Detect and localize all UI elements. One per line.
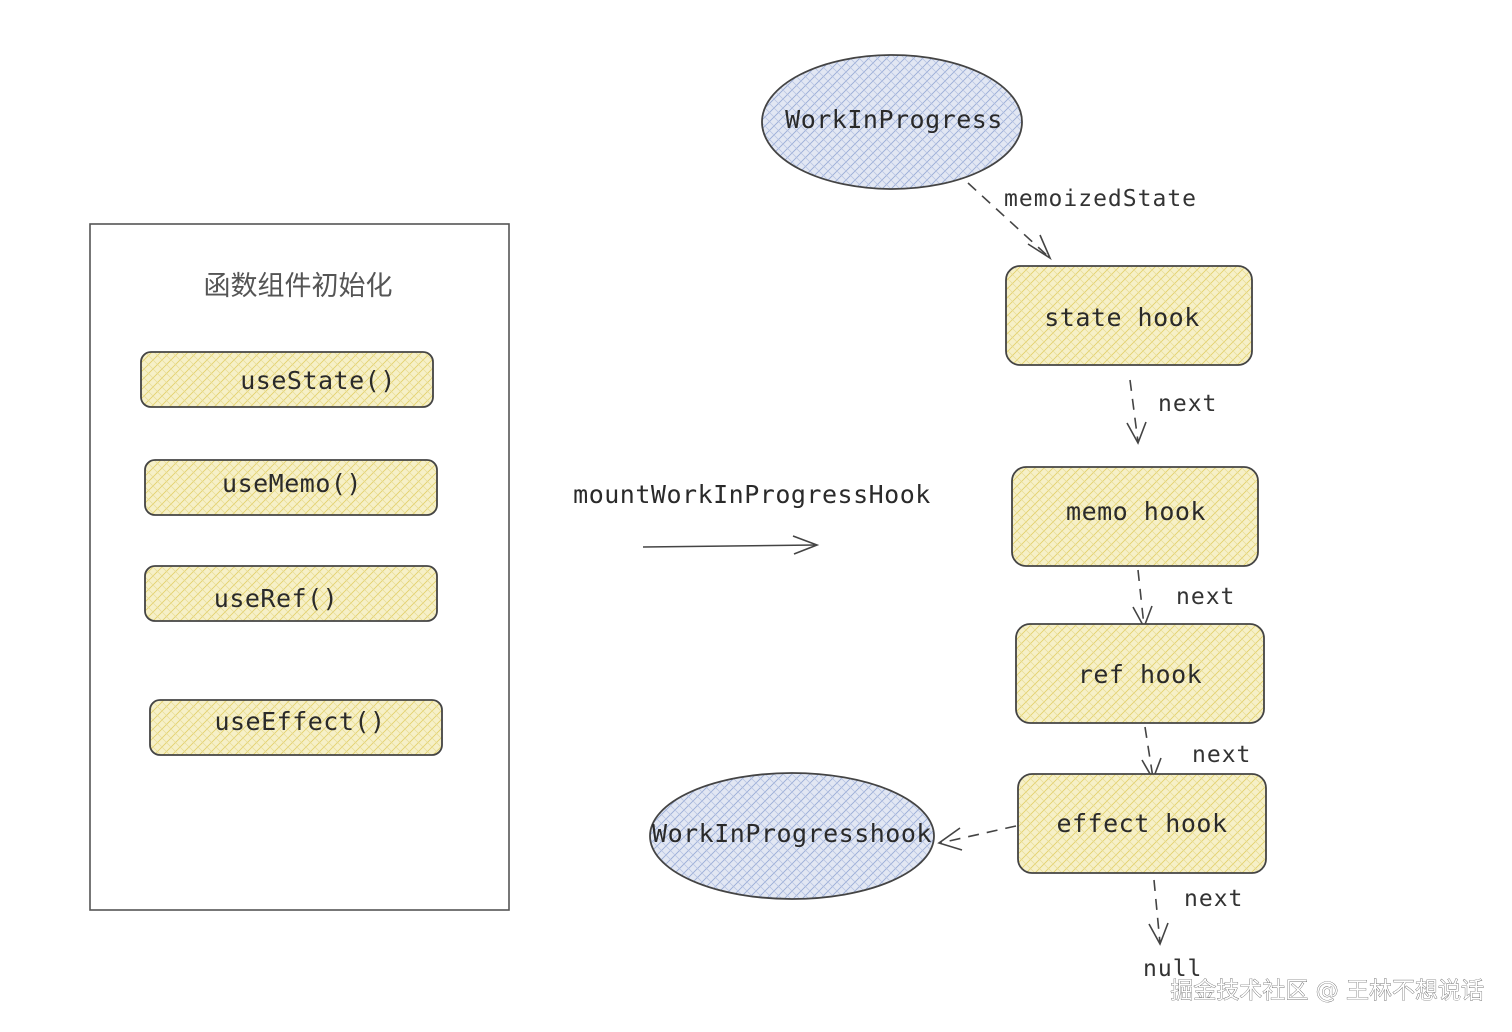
call-useeffect: useEffect(): [149, 699, 443, 756]
left-panel-frame: [89, 223, 510, 911]
hook-node-ref: ref hook: [1015, 623, 1265, 724]
mount-arrow: mountWorkInProgressHook: [573, 480, 931, 555]
svg-text:next: next: [1158, 391, 1217, 417]
memoized-state-edge: memoizedState: [967, 182, 1197, 261]
hook-node-effect: effect hook: [1017, 773, 1267, 874]
next-edge-2: next: [1132, 569, 1235, 629]
call-usestate: useState(): [140, 351, 434, 408]
call-useref: useRef(): [144, 565, 438, 622]
memoized-state-label: memoizedState: [1004, 186, 1197, 212]
svg-text:WorkInProgresshook: WorkInProgresshook: [652, 819, 932, 848]
svg-text:ref hook: ref hook: [1078, 660, 1202, 689]
next-edge-null: next null: [1143, 879, 1243, 982]
svg-text:memo hook: memo hook: [1066, 497, 1206, 526]
work-in-progress-node: WorkInProgress: [761, 54, 1023, 190]
next-edge-3: next: [1141, 726, 1251, 781]
work-in-progress-hook-node: WorkInProgresshook: [649, 772, 935, 900]
svg-text:next: next: [1192, 742, 1251, 768]
svg-text:useRef(): useRef(): [214, 584, 338, 613]
svg-text:useEffect(): useEffect(): [214, 707, 385, 736]
watermark: 掘金技术社区 @ 王林不想说话: [1170, 978, 1484, 1004]
next-edge-1: next: [1126, 379, 1217, 445]
mount-arrow-label: mountWorkInProgressHook: [573, 480, 931, 509]
left-panel: 函数组件初始化 useState() useMemo() useRef() us…: [89, 223, 510, 911]
hook-node-state: state hook: [1005, 265, 1253, 366]
svg-text:next: next: [1184, 886, 1243, 912]
svg-text:useState(): useState(): [240, 366, 396, 395]
left-panel-title: 函数组件初始化: [204, 271, 393, 302]
svg-text:WorkInProgress: WorkInProgress: [785, 105, 1003, 134]
svg-text:useMemo(): useMemo(): [222, 469, 362, 498]
call-usememo: useMemo(): [144, 459, 438, 516]
svg-text:state hook: state hook: [1044, 303, 1200, 332]
null-label: null: [1143, 956, 1202, 982]
hook-node-memo: memo hook: [1011, 466, 1259, 567]
wip-hook-edge: [937, 825, 1017, 851]
svg-text:next: next: [1176, 584, 1235, 610]
svg-text:effect hook: effect hook: [1056, 809, 1227, 838]
